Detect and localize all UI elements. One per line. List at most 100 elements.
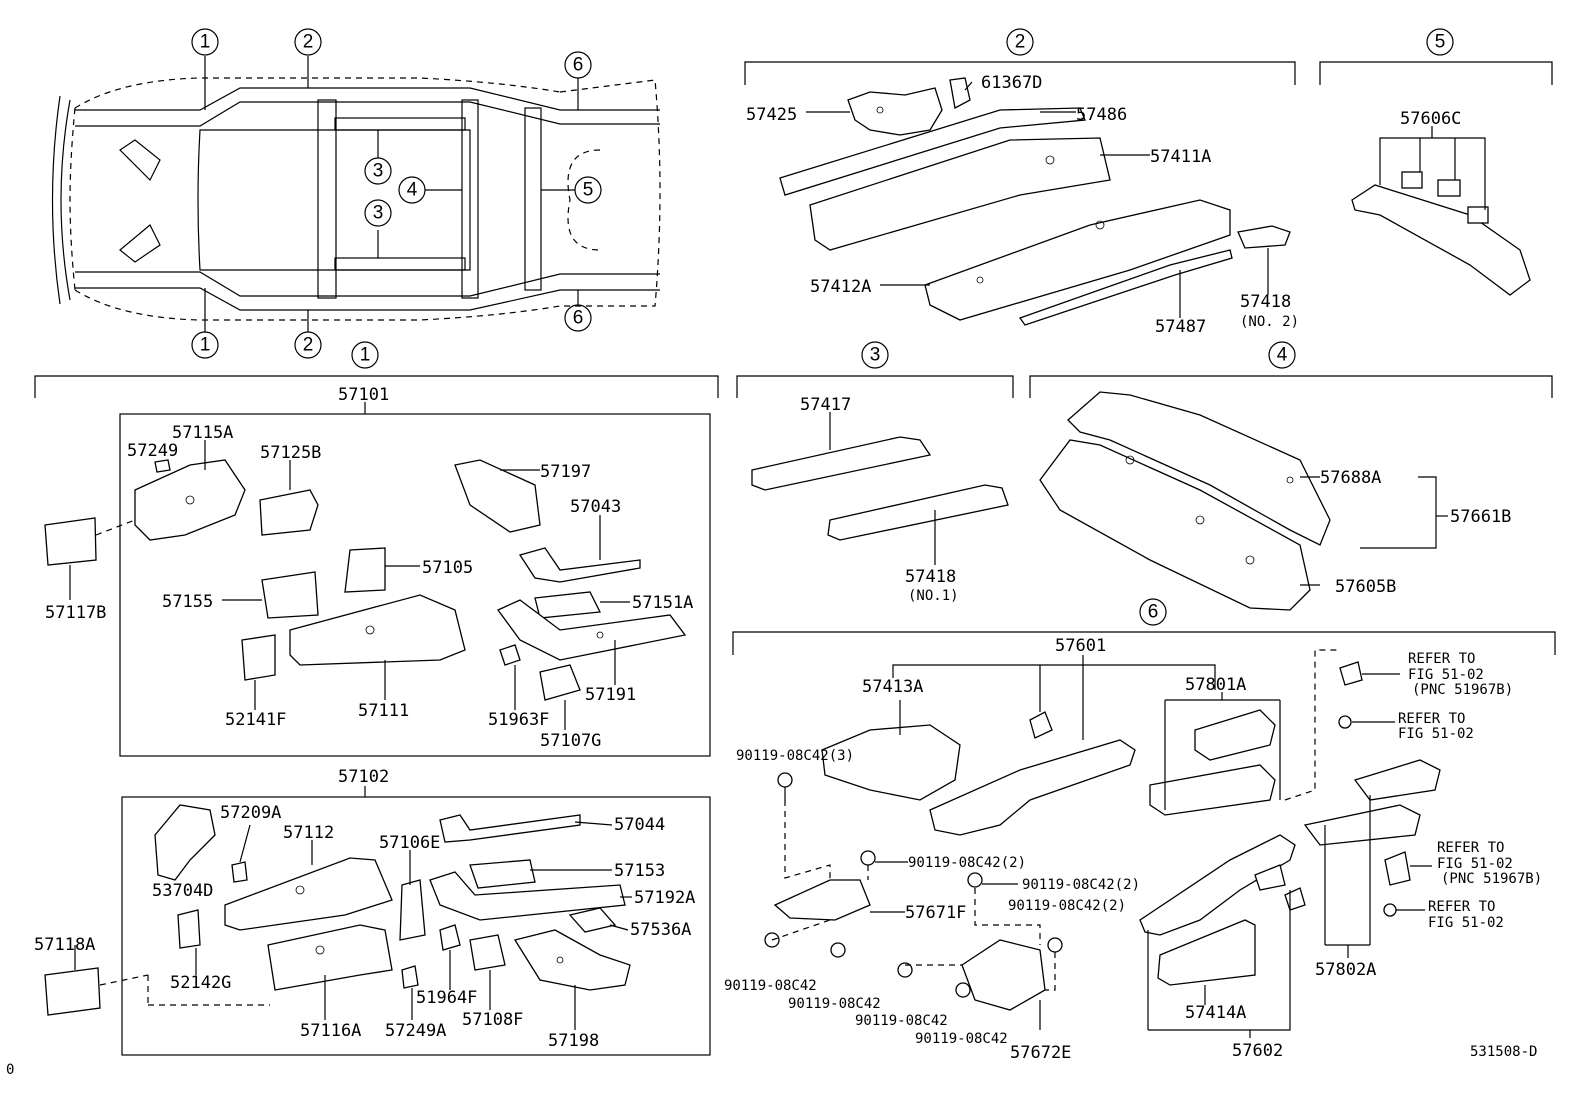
callout-3-upper: 3 [373,161,384,182]
part-57155-shape [261,571,319,619]
part-57671f-shape [773,879,871,921]
label-57155: 57155 [162,592,213,612]
label-57536a: 57536A [630,920,691,940]
part-refer-bracket-2 [1384,851,1411,886]
label-57802a: 57802A [1315,960,1376,980]
assembly-57102-box [121,796,711,1056]
label-57043: 57043 [570,497,621,517]
section-5: 5 57606C [1319,28,1553,296]
label-57412a: 57412A [810,277,871,297]
part-57117b-shape [44,517,97,566]
label-57111: 57111 [358,701,409,721]
part-57425-shape [847,87,943,136]
part-57413a-clip [1029,711,1053,739]
section-6: 6 57601 [724,598,1556,1063]
part-57802a-upper-shape [1353,759,1441,801]
label-57413a: 57413A [862,677,923,697]
section-3: 3 57417 57418 (NO.1) [736,341,1014,604]
callout-1-bottom: 1 [200,335,211,356]
part-57153-shape [469,859,536,889]
refer-4-line2: FIG 51-02 [1428,915,1504,931]
callout-5: 5 [583,180,594,201]
part-57801a-lower-shape [1149,764,1276,816]
label-51964f: 51964F [416,988,477,1008]
part-57418-no2-shape [1237,225,1291,249]
label-57418-no1: 57418 [905,567,956,587]
label-57117b: 57117B [45,603,106,623]
part-57191-shape [497,599,687,661]
part-52142g-shape [177,909,201,949]
label-57418-no2: 57418 [1240,292,1291,312]
label-52141f: 52141F [225,710,286,730]
part-57192a-shape [429,871,626,921]
section-2-number: 2 [1015,32,1026,53]
label-61367d: 61367D [981,73,1042,93]
label-57249a: 57249A [385,1021,446,1041]
label-57418-no2-note: (NO. 2) [1240,314,1299,330]
callout-4: 4 [407,180,418,201]
page-marker: 0 [6,1062,14,1078]
part-51963f-shape [499,644,521,666]
label-57672e: 57672E [1010,1043,1071,1063]
section-4: 4 57688A 57661B 57605B [1029,341,1553,611]
label-bolt-2a: 90119-08C42(2) [908,855,1026,871]
label-57249: 57249 [127,441,178,461]
label-57601: 57601 [1055,636,1106,656]
label-57417: 57417 [800,395,851,415]
part-57602-mount [1254,864,1286,891]
part-57197-shape [454,459,541,533]
label-57153: 57153 [614,861,665,881]
part-57411a-shape [809,137,1111,251]
part-57249a-shape [401,965,419,989]
part-57044-shape [439,814,581,843]
label-57105: 57105 [422,558,473,578]
callout-3-lower: 3 [373,203,384,224]
label-57411a: 57411A [1150,147,1211,167]
part-57688a-shape [1067,391,1331,546]
part-57606c-bracket-3 [1467,206,1489,224]
label-53704d: 53704D [152,881,213,901]
label-57101: 57101 [338,385,389,405]
part-57606c-shape [1351,184,1531,296]
label-57044: 57044 [614,815,665,835]
refer-4-line1: REFER TO [1428,899,1495,915]
part-57486-shape [779,107,1086,196]
part-57116a-shape [267,924,393,991]
refer-1-line2: FIG 51-02 [1408,667,1484,683]
callout-1-top: 1 [200,32,211,53]
label-bolt-3: 90119-08C42(3) [736,748,854,764]
label-51963f: 51963F [488,710,549,730]
part-51964f-shape [439,924,461,951]
label-57418-no1-note: (NO.1) [908,588,959,604]
part-57107g-shape [539,664,581,701]
section-6-number: 6 [1148,602,1159,623]
label-57116a: 57116A [300,1021,361,1041]
label-bolt-c: 90119-08C42 [855,1013,948,1029]
part-57412a-shape [924,199,1231,321]
section-1: 1 57101 57115A [34,341,719,1056]
label-57425: 57425 [746,105,797,125]
label-57197: 57197 [540,462,591,482]
part-57605b-shape [1039,439,1311,611]
vehicle-overview: 1 2 6 3 4 3 5 1 2 6 [51,28,661,359]
callout-6-bottom: 6 [573,308,584,329]
callout-2-top: 2 [303,32,314,53]
part-57118a-shape [44,967,101,1016]
part-57606c-bracket-1 [1401,171,1423,189]
part-57198-shape [513,929,631,991]
part-53704d-shape [154,804,216,881]
label-57688a: 57688A [1320,468,1381,488]
refer-3-line3: (PNC 51967B) [1441,871,1542,887]
part-52141f-shape [241,634,276,681]
refer-2-line1: REFER TO [1398,711,1465,727]
label-57487: 57487 [1155,317,1206,337]
label-57191: 57191 [585,685,636,705]
label-57118a: 57118A [34,935,95,955]
label-57125b: 57125B [260,443,321,463]
label-52142g: 52142G [170,973,231,993]
part-57209a-shape [231,861,248,883]
label-57606c: 57606C [1400,109,1461,129]
label-57102: 57102 [338,767,389,787]
part-refer-bracket-1 [1339,661,1363,686]
label-57198: 57198 [548,1031,599,1051]
